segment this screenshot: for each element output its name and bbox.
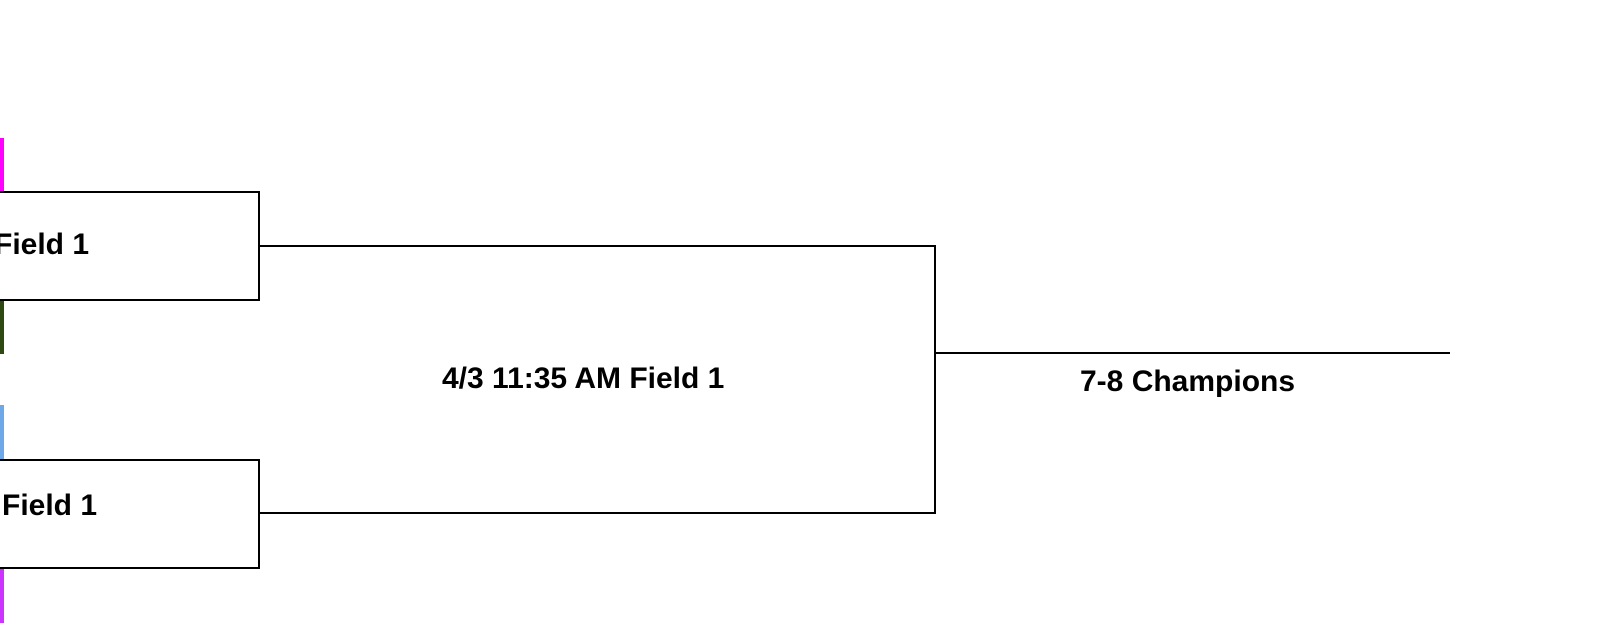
champion-label: 7-8 Champions <box>1080 365 1296 398</box>
final-match-label: 4/3 11:35 AM Field 1 <box>442 362 725 395</box>
final-connector <box>259 245 936 514</box>
team-marker-1 <box>0 138 4 192</box>
match-2-label: Field 1 <box>2 489 98 522</box>
team-marker-3 <box>0 405 4 459</box>
team-marker-4 <box>0 568 4 623</box>
team-marker-2 <box>0 300 4 354</box>
match-1-label: Field 1 <box>0 228 90 261</box>
